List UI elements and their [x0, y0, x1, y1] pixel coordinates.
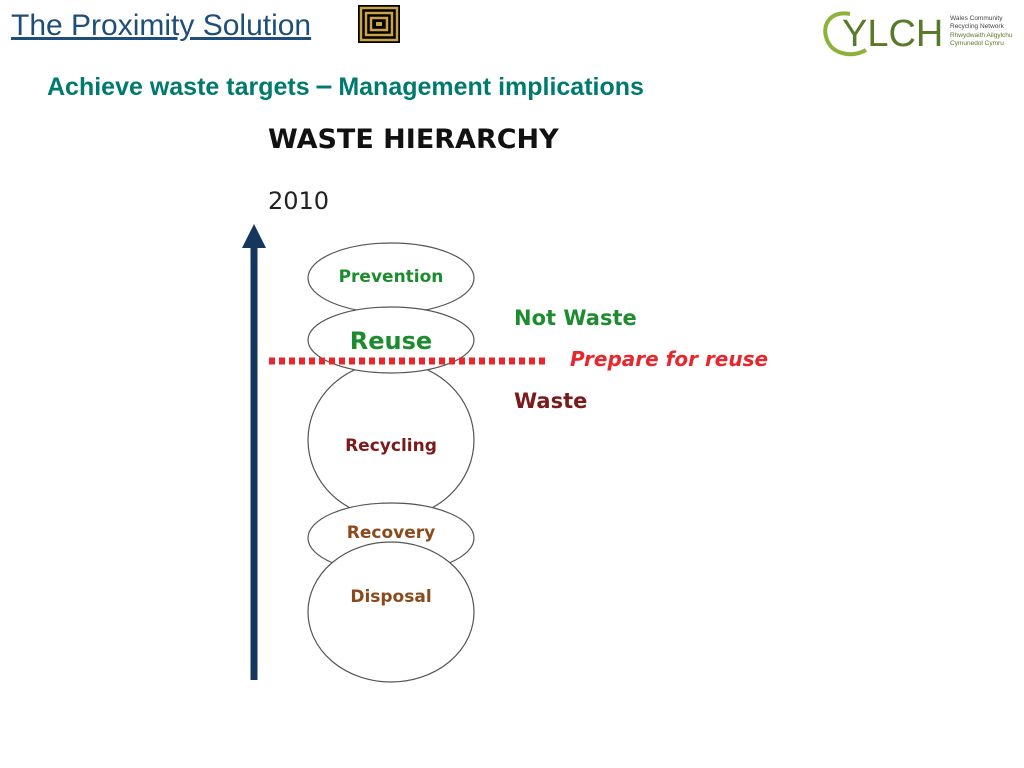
logo-swoosh-icon [823, 11, 867, 57]
level-disposal-shape [307, 541, 475, 683]
ylch-logo: YLCH Wales Community Recycling Network R… [823, 11, 1013, 57]
logo-line-1: Wales Community [950, 15, 1003, 22]
slide-subtitle: Achieve waste targets–Management implica… [47, 68, 644, 105]
not-waste-label: Not Waste [514, 306, 637, 330]
waste-label: Waste [514, 389, 587, 413]
logo-wordmark: YLCH [842, 13, 943, 55]
level-recycling-label: Recycling [345, 436, 437, 456]
level-disposal-label: Disposal [350, 587, 431, 607]
logo-line-4: Cymunedol Cymru [950, 40, 1004, 47]
level-reuse-label: Reuse [350, 327, 432, 355]
diagram-title: WASTE HIERARCHY [268, 124, 559, 155]
subtitle-left: Achieve waste targets [47, 73, 310, 101]
diagram-year: 2010 [268, 187, 329, 215]
level-reuse-shape [307, 306, 475, 374]
hierarchy-arrow-head-icon [242, 224, 266, 248]
subtitle-right: Management implications [338, 73, 644, 101]
prepare-for-reuse-label: Prepare for reuse [570, 347, 768, 371]
level-recovery-label: Recovery [347, 523, 435, 543]
logo-line-3: Rhwydwaith Ailgylchu [950, 32, 1013, 39]
square-spiral-icon [358, 5, 400, 43]
slide-title: The Proximity Solution [11, 9, 312, 42]
subtitle-dash: – [315, 69, 333, 102]
level-prevention-label: Prevention [339, 267, 444, 287]
logo-line-2: Recycling Network [950, 23, 1005, 30]
